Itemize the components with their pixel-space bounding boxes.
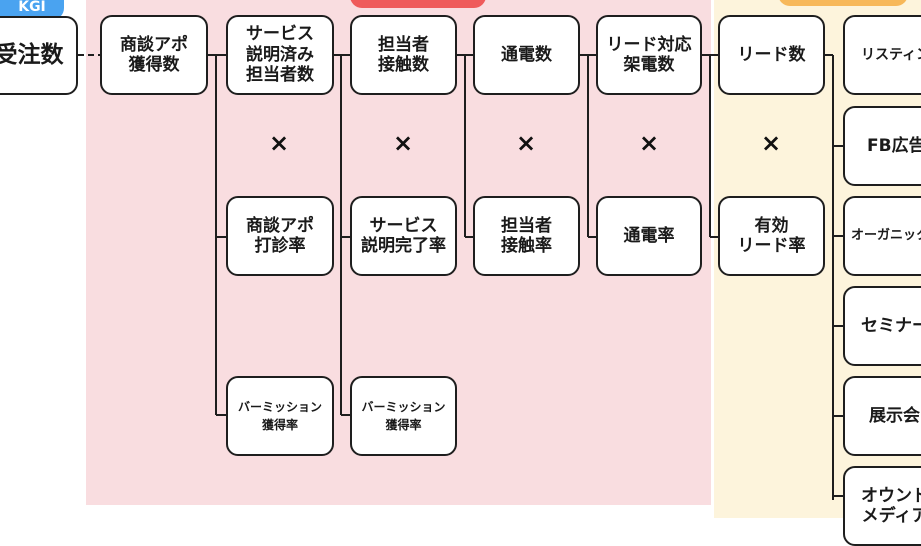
node-connected-calls: 通電数 — [473, 15, 580, 95]
node-permission-rate: バーミッション 獲得率 — [226, 376, 334, 456]
kgi-tab: KGI — [0, 0, 64, 20]
connector-lines — [78, 54, 843, 500]
channel-listing: リスティング — [843, 15, 921, 95]
multiply-sign: × — [268, 129, 290, 157]
node-service-completion-rate: サービス 説明完了率 — [350, 196, 457, 276]
multiply-sign: × — [760, 129, 782, 157]
kgi-orders-node: 受注数 — [0, 16, 78, 95]
node-meeting-appointments: 商談アポ 獲得数 — [100, 15, 208, 95]
node-lead-count: リード数 — [718, 15, 825, 95]
node-permission-rate: バーミッション 獲得率 — [350, 376, 457, 456]
node-connect-rate: 通電率 — [596, 196, 702, 276]
red-section-tab — [350, 0, 486, 8]
channel-owned-media: オウンド メディア — [843, 466, 921, 546]
node-appointment-rate: 商談アポ 打診率 — [226, 196, 334, 276]
node-service-explained-contacts: サービス 説明済み 担当者数 — [226, 15, 334, 95]
multiply-sign: × — [392, 129, 414, 157]
node-valid-lead-rate: 有効 リード率 — [718, 196, 825, 276]
orange-section-tab — [778, 0, 908, 6]
node-lead-calls: リード対応 架電数 — [596, 15, 702, 95]
channel-fb-ads: FB広告 — [843, 106, 921, 186]
channel-exhibition: 展示会 — [843, 376, 921, 456]
node-contact-rate: 担当者 接触率 — [473, 196, 580, 276]
channel-seminar: セミナー — [843, 286, 921, 366]
multiply-sign: × — [515, 129, 537, 157]
multiply-sign: × — [638, 129, 660, 157]
node-contact-count: 担当者 接触数 — [350, 15, 457, 95]
channel-organic: オーガニック — [843, 196, 921, 276]
